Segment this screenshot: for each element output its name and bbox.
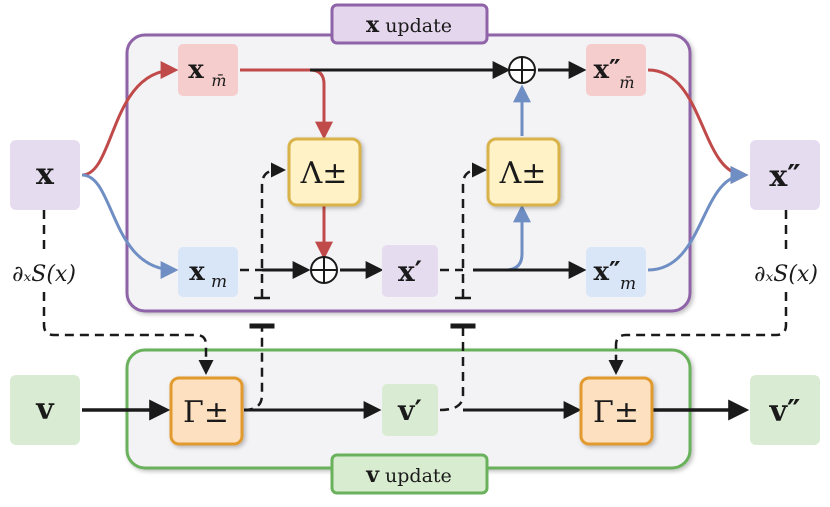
inhibition-bars [254,296,471,328]
node-x-m-double-prime: x″ m [586,247,646,297]
node-x-input: x [10,140,80,210]
flow-arrows [81,61,750,421]
grad-label-right: ∂ₓS(x) [754,262,818,287]
node-v-output: v″ [750,375,820,445]
x-update-title: x update [366,12,452,38]
svg-text:v: v [35,392,55,427]
svg-text:x: x [189,257,205,287]
oplus-bottom [310,256,338,284]
svg-text:x″: x″ [769,159,800,194]
node-v-prime: v′ [382,384,438,436]
node-x-mbar-double-prime: x″ m̄ [586,44,646,96]
svg-text:Γ±: Γ± [593,395,639,430]
svg-text:x: x [36,157,55,192]
svg-text:Λ±: Λ± [499,156,547,191]
grad-label-left: ∂ₓS(x) [12,262,76,287]
node-gamma-1: Γ± [169,376,244,446]
svg-text:x″: x″ [593,257,620,287]
node-x-mbar: x m̄ [178,44,238,96]
svg-text:v′: v′ [397,394,422,427]
node-v-input: v [10,375,80,445]
oplus-top [508,56,536,84]
v-update-title: v update [365,462,452,488]
svg-text:x′: x′ [398,255,422,288]
svg-text:v″: v″ [769,394,801,429]
node-lambda-2: Λ± [486,137,561,207]
svg-text:m̄: m̄ [619,73,634,92]
svg-text:m: m [620,274,636,294]
node-lambda-1: Λ± [287,137,362,207]
svg-text:Γ±: Γ± [183,395,229,430]
x-update-panel: x update [125,3,692,313]
svg-text:x″: x″ [593,55,620,85]
svg-text:m: m [211,272,227,292]
node-gamma-2: Γ± [579,376,654,446]
svg-text:Λ±: Λ± [300,156,348,191]
svg-text:x: x [188,55,204,85]
svg-text:m̄: m̄ [211,71,226,90]
node-x-m: x m [178,247,238,297]
node-x-output: x″ [750,140,820,210]
node-x-prime: x′ [382,245,438,297]
